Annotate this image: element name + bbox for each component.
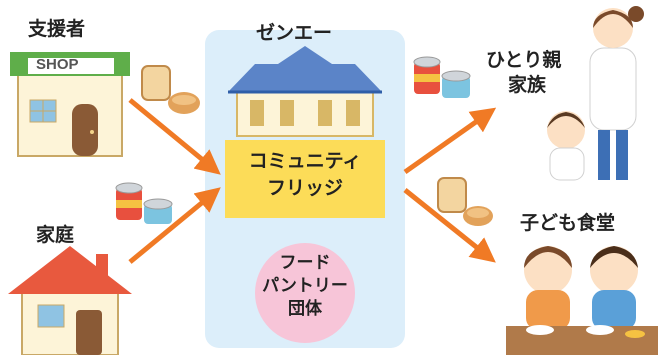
single-parent-line2: 家族 xyxy=(508,73,547,96)
food-pantry-circle xyxy=(255,243,355,343)
single-parent-family-icon xyxy=(547,6,644,181)
center-title: ゼンエー xyxy=(256,22,333,44)
kids-cafeteria-icon xyxy=(506,246,658,355)
community-fridge-label: コミュニティ フリッジ xyxy=(225,148,385,201)
single-parent-label: ひとり親 家族 xyxy=(486,48,561,97)
arrow-household-to-center xyxy=(128,187,221,264)
arrow-supporter-to-center xyxy=(128,98,221,175)
supporter-label: 支援者 xyxy=(28,18,86,40)
pantry-line2: パントリー xyxy=(262,275,348,296)
fridge-line1: コミュニティ xyxy=(248,150,362,172)
canned-food-icon xyxy=(115,182,173,224)
arrow-center-to-single-parent xyxy=(403,107,497,175)
canned-food-icon-right xyxy=(413,56,471,98)
single-parent-line1: ひとり親 xyxy=(486,49,562,71)
shop-icon xyxy=(10,52,130,157)
kids-cafeteria-label: 子ども食堂 xyxy=(520,212,616,234)
fridge-line2: フリッジ xyxy=(266,176,343,199)
zenei-building-icon xyxy=(228,46,382,137)
arrow-center-to-kids-cafeteria xyxy=(403,188,496,263)
household-label: 家庭 xyxy=(36,224,75,246)
shop-sign-text: SHOP xyxy=(36,56,79,73)
bread-icon-right xyxy=(437,177,493,226)
pantry-line3: 団体 xyxy=(288,298,322,319)
pantry-line1: フード xyxy=(279,253,331,273)
house-icon xyxy=(8,246,132,355)
bread-icon xyxy=(141,65,200,114)
food-pantry-label: フード パントリー 団体 xyxy=(255,252,355,321)
community-fridge-box xyxy=(225,140,385,218)
